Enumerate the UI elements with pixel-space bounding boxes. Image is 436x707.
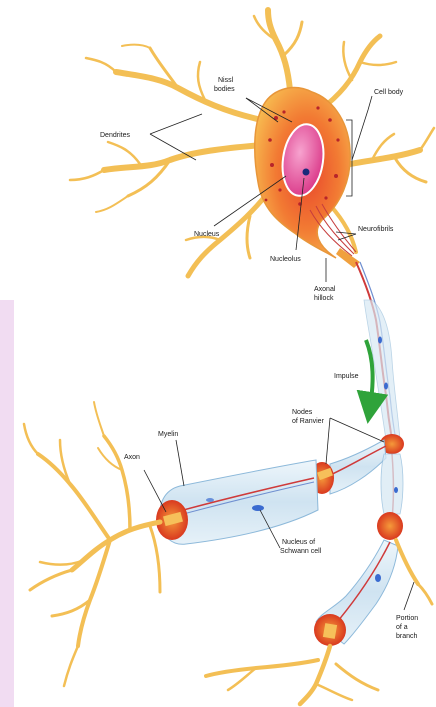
axon-terminal-left xyxy=(24,402,160,686)
impulse-arrow xyxy=(366,340,373,408)
branch-portion xyxy=(396,540,432,604)
nucleolus-shape xyxy=(303,169,310,176)
label-cell-body: Cell body xyxy=(374,89,404,96)
label-nissl-2: bodies xyxy=(214,86,235,93)
label-nucleus: Nucleus xyxy=(194,231,220,238)
label-nodes-2: of Ranvier xyxy=(292,418,325,425)
axon-terminal-bottom xyxy=(206,646,378,704)
label-nucleolus: Nucleolus xyxy=(270,256,301,263)
label-axonal-hillock-2: hillock xyxy=(314,295,334,302)
label-dendrites: Dendrites xyxy=(100,132,130,139)
label-branch-3: branch xyxy=(396,633,418,640)
myelin-chain-left xyxy=(156,440,386,544)
label-schwann-2: Schwann cell xyxy=(280,548,322,555)
label-branch-1: Portion xyxy=(396,615,418,622)
label-neurofibrils: Neurofibrils xyxy=(358,226,394,233)
label-nodes-1: Nodes xyxy=(292,409,313,416)
soma-dendrites xyxy=(70,10,434,276)
label-axonal-hillock-1: Axonal xyxy=(314,286,336,293)
label-nissl-1: Nissl xyxy=(218,77,234,84)
label-branch-2: of a xyxy=(396,624,408,631)
label-myelin: Myelin xyxy=(158,431,178,438)
label-axon: Axon xyxy=(124,454,140,461)
label-impulse: Impulse xyxy=(334,373,359,380)
label-schwann-1: Nucleus of xyxy=(282,539,315,546)
left-edge-tint xyxy=(0,300,14,707)
myelin-segment-upper xyxy=(364,300,400,440)
